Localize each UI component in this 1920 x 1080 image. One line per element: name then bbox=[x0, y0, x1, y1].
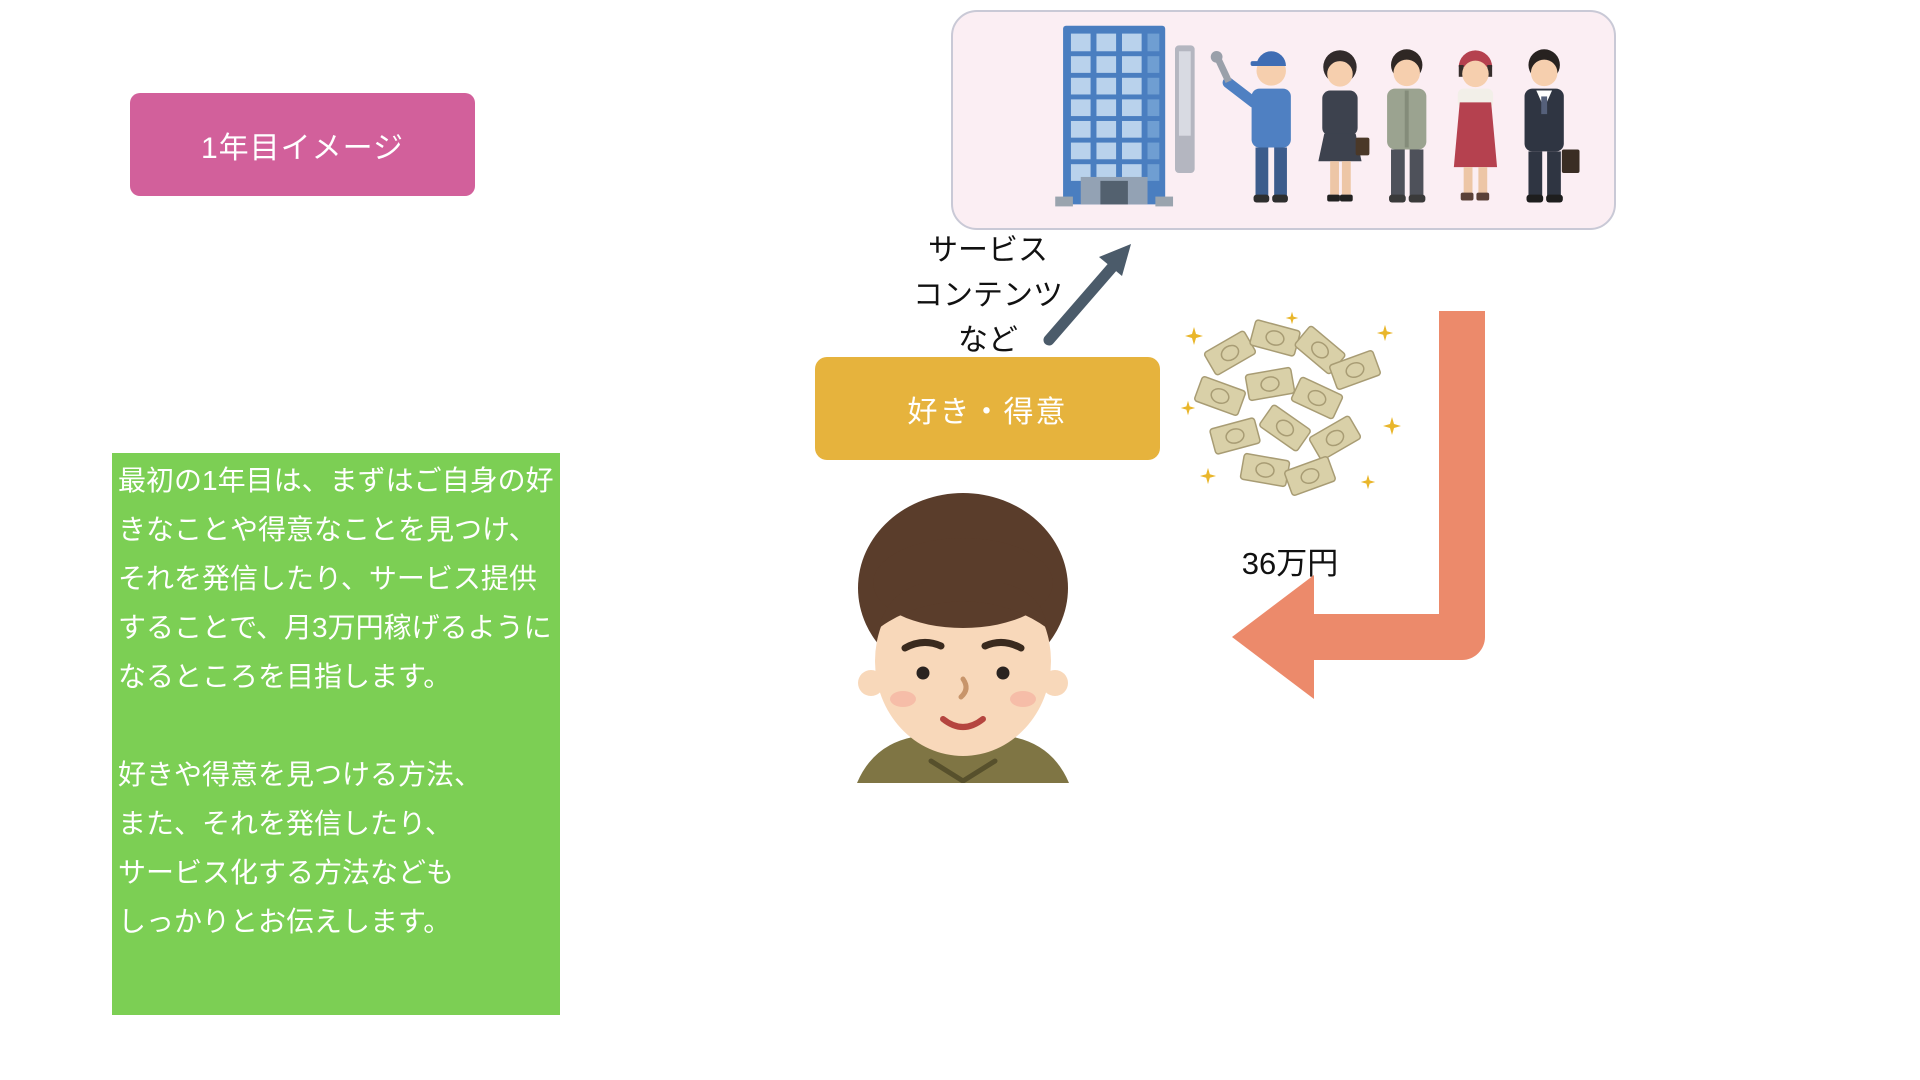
money-icon bbox=[1180, 311, 1401, 496]
supply-arrow-icon bbox=[1043, 244, 1131, 346]
office-building-icon bbox=[1055, 25, 1195, 207]
service-note-line: サービス bbox=[928, 234, 1048, 267]
service-note-line: コンテンツ bbox=[913, 279, 1063, 312]
income-amount-label: 36万円 bbox=[1241, 546, 1339, 581]
return-arrow-icon bbox=[1232, 311, 1485, 699]
service-note: サービス コンテンツ など bbox=[878, 228, 1098, 363]
description-panel: 最初の1年目は、まずはご自身の好きなことや得意なことを見つけ、それを発信したり、… bbox=[112, 453, 560, 1015]
workers-icon bbox=[1210, 49, 1580, 203]
man-face-icon bbox=[857, 493, 1069, 783]
strength-badge: 好き・得意 bbox=[815, 357, 1160, 460]
description-paragraph-2: 好きや得意を見つける方法、 また、それを発信したり、 サービス化する方法なども … bbox=[118, 759, 483, 937]
service-note-line: など bbox=[958, 324, 1018, 357]
company-panel bbox=[951, 10, 1616, 230]
company-workers-illustration bbox=[1055, 25, 1580, 207]
year-badge: 1年目イメージ bbox=[130, 93, 475, 196]
strength-badge-label: 好き・得意 bbox=[907, 395, 1068, 429]
year-badge-label: 1年目イメージ bbox=[200, 131, 405, 165]
sparkle-icon bbox=[1180, 311, 1401, 490]
description-paragraph-1: 最初の1年目は、まずはご自身の好きなことや得意なことを見つけ、それを発信したり、… bbox=[118, 465, 554, 692]
